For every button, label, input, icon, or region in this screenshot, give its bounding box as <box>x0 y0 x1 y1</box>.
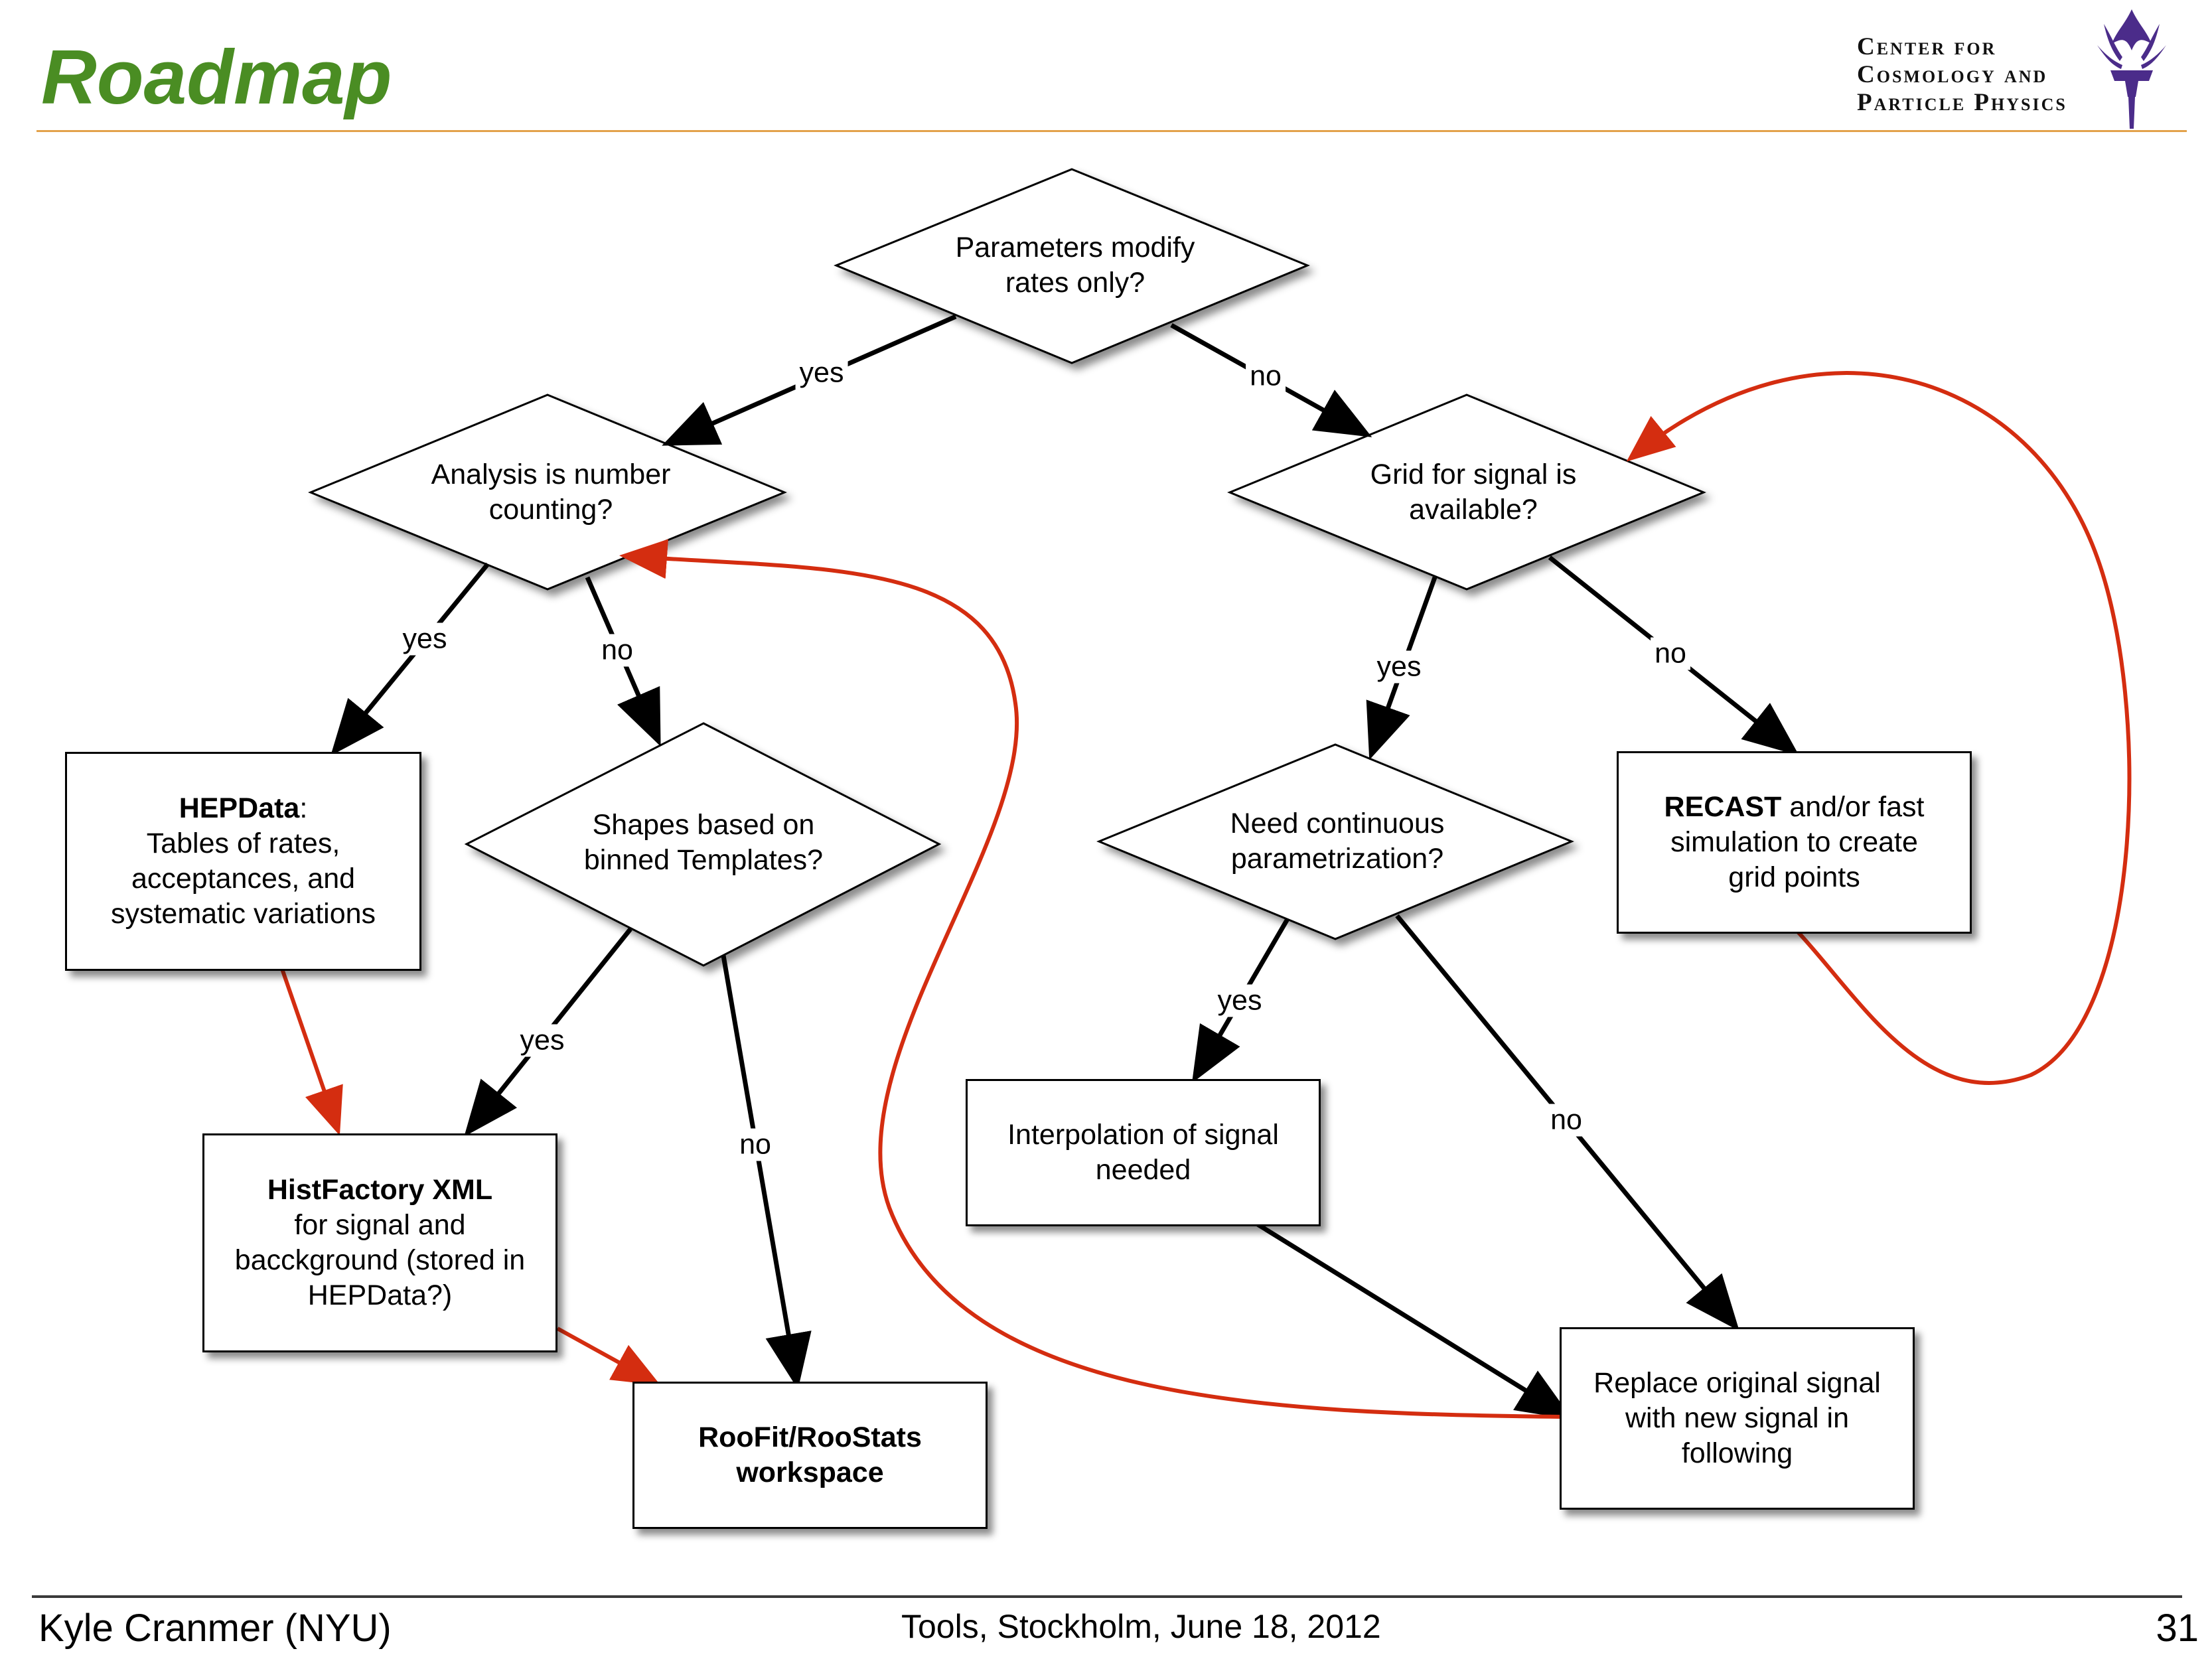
recast-title: RECAST <box>1664 791 1782 823</box>
recast-description: and/or fast simulation to create grid po… <box>1670 791 1925 893</box>
hepdata-title: HEPData <box>179 792 300 824</box>
nyu-torch-icon <box>2097 9 2166 129</box>
decision-rates-only: Parameters modify rates only? <box>955 232 1195 299</box>
footer-event: Tools, Stockholm, June 18, 2012 <box>901 1608 1381 1645</box>
edge-label-no-shapes: no <box>735 1128 775 1161</box>
logo-line-1: Center for <box>1857 33 1997 60</box>
histfactory-description: for signal and bacckground (stored in HE… <box>234 1209 526 1311</box>
edge-counting-to-hepdata <box>331 562 490 756</box>
decision-continuous-param: Need continuous parametrization? <box>1230 808 1445 875</box>
edge-label-yes-shapes: yes <box>516 1024 569 1057</box>
edge-label-yes-rates: yes <box>795 356 848 390</box>
feedback-replace-to-counting <box>619 539 1562 1419</box>
edge-label-no-rates: no <box>1246 360 1286 393</box>
box-histfactory: HistFactory XML for signal and bacckgrou… <box>202 1133 557 1352</box>
edge-label-no-continuous: no <box>1546 1104 1586 1137</box>
feedback-hepdata-to-histfactory <box>280 968 343 1136</box>
edge-shapes-to-roofit <box>721 955 812 1390</box>
feedback-recast-to-grid <box>1626 371 2132 1085</box>
box-recast: RECAST and/or fast simulation to create … <box>1617 751 1972 934</box>
feedback-histfactory-to-roofit <box>556 1327 661 1386</box>
box-roofit: RooFit/RooStats workspace <box>632 1382 988 1529</box>
decision-number-counting: Analysis is number counting? <box>431 459 671 526</box>
logo-text: Center for Cosmology and Particle Physic… <box>1857 33 2067 117</box>
edge-label-no-grid: no <box>1651 637 1690 670</box>
logo-line-3: Particle Physics <box>1857 89 2067 116</box>
decision-grid-available-shape <box>1227 394 1706 591</box>
footer-rule <box>32 1595 2182 1598</box>
box-interpolation: Interpolation of signal needed <box>966 1079 1321 1226</box>
slide-title: Roadmap <box>41 34 392 120</box>
logo-line-2: Cosmology and <box>1857 61 2048 88</box>
roofit-title: RooFit/RooStats workspace <box>698 1421 922 1488</box>
decision-rates-only-shape <box>834 168 1310 364</box>
header-rule <box>37 130 2187 132</box>
edge-label-yes-continuous: yes <box>1213 984 1266 1017</box>
decision-shapes-templates-shape <box>464 722 942 967</box>
edge-label-yes-counting: yes <box>398 622 451 656</box>
footer-page-number: 31 <box>2156 1607 2199 1650</box>
edge-label-no-counting: no <box>597 634 637 667</box>
box-hepdata: HEPData: Tables of rates, acceptances, a… <box>65 752 421 971</box>
hepdata-description: Tables of rates, acceptances, and system… <box>110 828 376 930</box>
box-replace-signal: Replace original signal with new signal … <box>1560 1327 1915 1510</box>
edge-label-yes-grid: yes <box>1372 650 1426 684</box>
decision-grid-available: Grid for signal is available? <box>1370 459 1577 526</box>
histfactory-title: HistFactory XML <box>267 1174 493 1206</box>
footer-author: Kyle Cranmer (NYU) <box>38 1607 392 1650</box>
edge-interpolation-to-replace <box>1256 1222 1573 1420</box>
decision-shapes-templates: Shapes based on binned Templates? <box>583 809 824 876</box>
decision-continuous-param-shape <box>1096 743 1574 940</box>
